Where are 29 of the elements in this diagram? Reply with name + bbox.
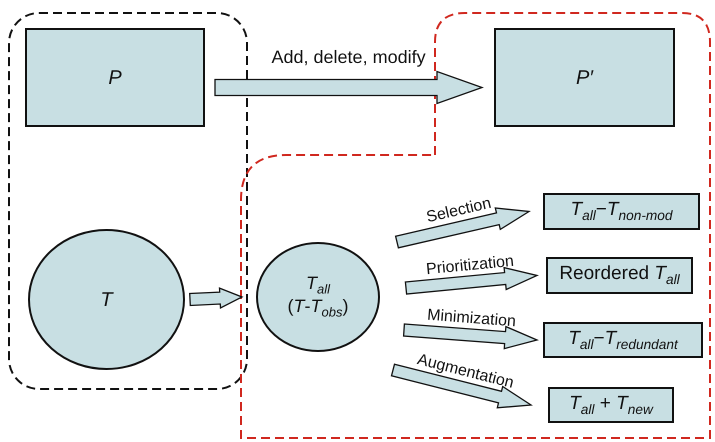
block-arrow (214, 70, 484, 104)
node-label: T$_{all}$ + T$_{new}$ (569, 394, 653, 416)
node-label: T$_{all}$−T$_{non-mod}$ (570, 200, 672, 223)
ellipse-node (28, 229, 185, 370)
edge-label: Selection (425, 194, 494, 228)
block-arrow (402, 323, 539, 350)
process-box (548, 387, 674, 423)
node-label: T (100, 288, 113, 310)
block-arrow (394, 207, 531, 249)
node-label: P (108, 66, 122, 88)
dashed-group-outline (8, 12, 248, 390)
edge-label: Prioritization (425, 252, 515, 279)
node-label: T$_{all}$ (306, 274, 330, 297)
edge-label: Minimization (426, 306, 517, 332)
process-box (494, 28, 675, 127)
ellipse-node (256, 242, 380, 352)
block-arrow (404, 266, 539, 295)
node-label: P′ (576, 66, 594, 88)
node-label: Reordered T$_{all}$ (559, 264, 680, 287)
node-label: (T-T$_{obs}$) (288, 297, 348, 320)
dashed-group-outline (240, 12, 712, 440)
process-box (546, 257, 693, 294)
block-arrow (390, 363, 533, 409)
process-box (543, 193, 700, 230)
process-box (543, 322, 703, 358)
block-arrow (189, 287, 244, 310)
process-box (25, 28, 205, 127)
node-label: T$_{all}$−T$_{redundant}$ (568, 328, 678, 352)
edge-label: Add, delete, modify (272, 47, 426, 68)
